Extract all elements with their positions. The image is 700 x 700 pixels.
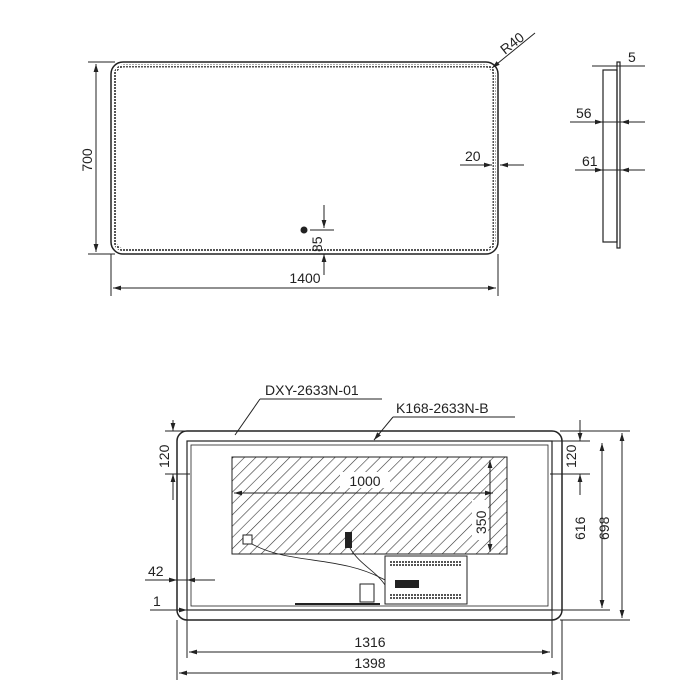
led-strip (113, 64, 496, 252)
dim-depth-top: 56 (576, 105, 592, 121)
dim-demister-height: 350 (473, 510, 489, 534)
dim-radius: R40 (497, 29, 527, 58)
dim-depth-total: 61 (582, 153, 598, 169)
dim-top-right: 120 (563, 444, 579, 468)
connector-icon (345, 532, 352, 548)
transformer-icon (359, 583, 375, 603)
dim-outer-width: 1398 (354, 655, 385, 671)
label-part-1: DXY-2633N-01 (265, 382, 359, 398)
dim-height: 700 (79, 148, 95, 172)
switch-icon (242, 534, 253, 545)
dim-sensor: 85 (309, 236, 325, 252)
back-outer-frame (176, 430, 563, 621)
dim-glass: 5 (628, 49, 636, 65)
sensor-icon (300, 226, 308, 234)
side-view: 5 56 61 (570, 49, 645, 249)
dim-bottom-offset: 1 (153, 593, 161, 609)
dim-outer-height: 698 (596, 516, 612, 540)
dim-width: 1400 (289, 270, 320, 286)
side-glass (616, 61, 621, 249)
dim-inner-width: 1316 (354, 634, 385, 650)
dim-demister-width: 1000 (349, 473, 380, 489)
back-inner-frame (186, 440, 553, 611)
dim-frame: 20 (465, 148, 481, 164)
demister-pad (231, 456, 508, 555)
front-view: 700 1400 R40 20 85 (79, 29, 536, 296)
dim-inner-height: 616 (572, 516, 588, 540)
dim-left-offset: 42 (148, 563, 164, 579)
dim-top-left: 120 (156, 444, 172, 468)
mirror-outline (110, 61, 499, 255)
label-part-2: K168-2633N-B (396, 400, 489, 416)
back-view: 1000 350 DXY-2633N-01 K168-2633N-B 120 (145, 382, 630, 680)
side-body (602, 69, 618, 243)
